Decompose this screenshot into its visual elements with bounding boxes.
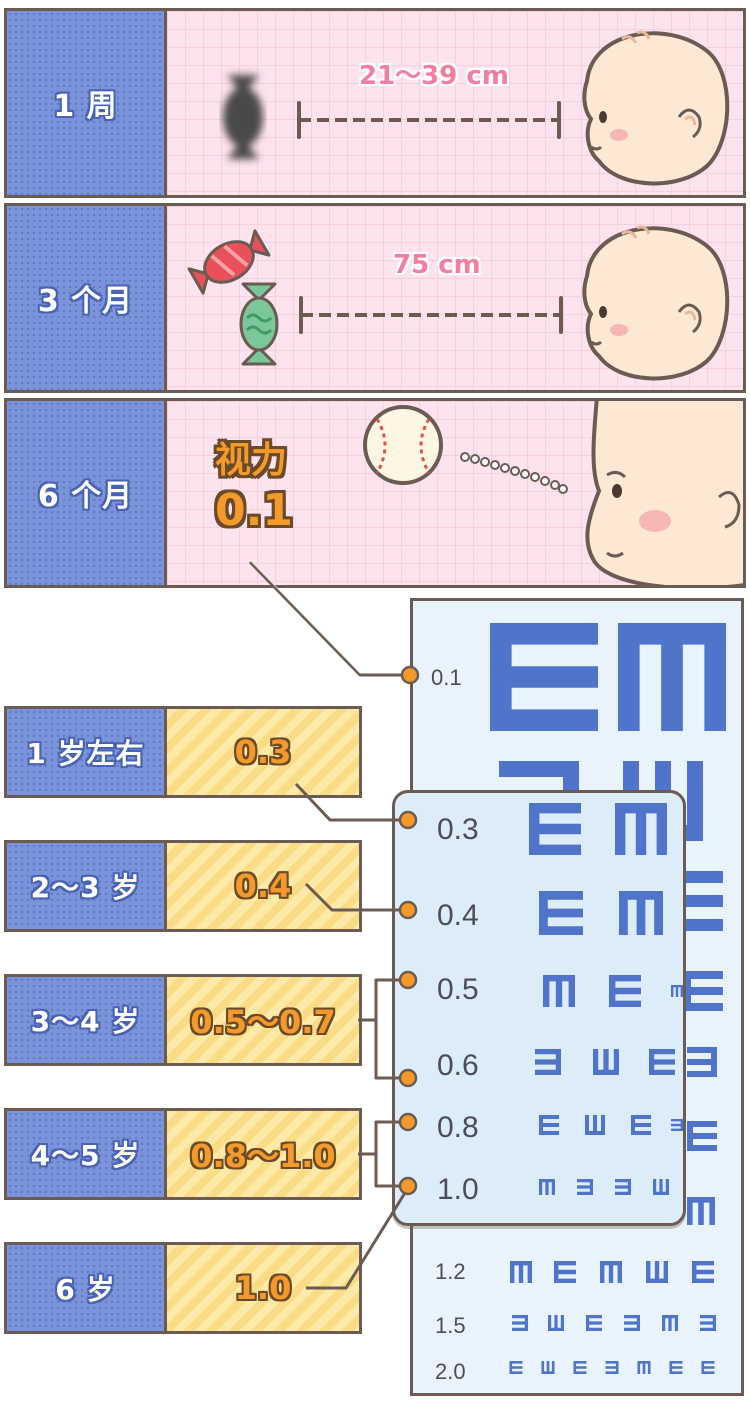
tumbling-e-optotype-icon — [529, 803, 683, 1195]
acuity-label-0-4: 0.4 — [437, 899, 479, 932]
row-age-1: 1 岁左右 0.3 — [4, 706, 362, 798]
acuity-label-0-8: 0.8 — [437, 1111, 479, 1144]
scene-1-week: 21～39 cm — [167, 11, 743, 195]
acuity-label-1-0: 1.0 — [437, 1173, 479, 1206]
blurred-candy-icon — [223, 75, 263, 159]
acuity-label-0-6: 0.6 — [437, 1049, 479, 1082]
age-cell: 6 个月 — [7, 401, 167, 585]
scene-3-months: 75 cm — [167, 206, 743, 390]
vision-label: 视力 0.1 — [215, 441, 293, 535]
value-cell: 0.4 — [167, 843, 359, 929]
baby-face-icon — [582, 225, 730, 381]
vision-value: 0.1 — [215, 484, 293, 536]
acuity-label-0-5: 0.5 — [437, 973, 479, 1006]
vision-value: 0.3 — [234, 733, 292, 771]
distance-ruler — [299, 296, 563, 334]
acuity-label-2-0: 2.0 — [435, 1359, 466, 1384]
red-candy-icon — [187, 229, 271, 295]
value-cell: 1.0 — [167, 1245, 359, 1331]
age-label: 4～5 岁 — [30, 1139, 141, 1172]
age-cell: 2～3 岁 — [7, 843, 167, 929]
acuity-label-1-2: 1.2 — [435, 1259, 466, 1284]
acuity-label-0-3: 0.3 — [437, 813, 479, 846]
age-label: 6 岁 — [55, 1273, 116, 1306]
age-cell: 4～5 岁 — [7, 1111, 167, 1197]
age-cell: 3 个月 — [7, 206, 167, 390]
gaze-dots — [460, 452, 568, 494]
baseball-icon — [363, 405, 443, 485]
age-cell: 1 岁左右 — [7, 709, 167, 795]
row-age-4-5: 4～5 岁 0.8～1.0 — [4, 1108, 362, 1200]
age-cell: 1 周 — [7, 11, 167, 195]
acuity-label-1-5: 1.5 — [435, 1313, 466, 1338]
row-age-2-3: 2～3 岁 0.4 — [4, 840, 362, 932]
distance-label: 75 cm — [393, 250, 481, 280]
green-candy-icon — [239, 282, 279, 366]
age-label: 2～3 岁 — [30, 871, 141, 904]
distance-ruler — [297, 101, 561, 139]
row-3-months: 3 个月 75 cm — [4, 203, 746, 393]
row-6-months: 6 个月 视力 0.1 — [4, 398, 746, 588]
eye-chart-zoom-panel: 0.3 0.4 0.5 0.6 0.8 1.0 — [392, 790, 686, 1226]
value-cell: 0.3 — [167, 709, 359, 795]
vision-value: 1.0 — [234, 1269, 292, 1307]
vision-title: 视力 — [215, 440, 288, 481]
distance-label: 21～39 cm — [359, 61, 509, 91]
age-cell: 6 岁 — [7, 1245, 167, 1331]
scene-6-months: 视力 0.1 — [167, 401, 743, 585]
age-label: 3～4 岁 — [30, 1005, 141, 1038]
row-age-3-4: 3～4 岁 0.5～0.7 — [4, 974, 362, 1066]
baby-face-icon — [582, 30, 730, 186]
baby-face-icon — [585, 401, 743, 585]
row-age-6: 6 岁 1.0 — [4, 1242, 362, 1334]
vision-value: 0.5～0.7 — [190, 1003, 336, 1041]
age-label: 1 周 — [53, 89, 118, 124]
vision-value: 0.4 — [234, 867, 292, 905]
row-1-week: 1 周 21～39 cm — [4, 8, 746, 198]
vision-value: 0.8～1.0 — [190, 1137, 336, 1175]
age-label: 3 个月 — [37, 284, 134, 319]
value-cell: 0.8～1.0 — [167, 1111, 359, 1197]
age-label: 1 岁左右 — [26, 737, 145, 770]
value-cell: 0.5～0.7 — [167, 977, 359, 1063]
age-cell: 3～4 岁 — [7, 977, 167, 1063]
acuity-label-0-1: 0.1 — [431, 665, 462, 690]
age-label: 6 个月 — [37, 479, 134, 514]
